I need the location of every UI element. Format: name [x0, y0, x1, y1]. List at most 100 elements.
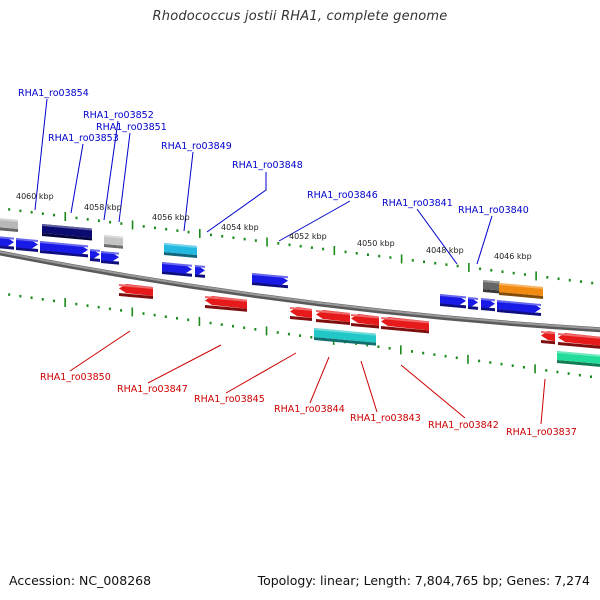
gene-feature-highlight	[290, 307, 312, 311]
gene-feature-highlight	[40, 241, 88, 248]
leader-line	[360, 360, 378, 413]
gene-label-ro03841[interactable]: RHA1_ro03841	[382, 198, 453, 209]
reverse-gene-labels: RHA1_ro03850 RHA1_ro03847 RHA1_ro03845 R…	[40, 372, 577, 438]
gene-feature	[381, 317, 429, 334]
gene-label-ro03854[interactable]: RHA1_ro03854	[18, 88, 89, 99]
gene-label-ro03837[interactable]: RHA1_ro03837	[506, 427, 577, 438]
leader-line	[540, 378, 546, 425]
accession-text: Accession: NC_008268	[9, 573, 152, 588]
gene-label-ro03846[interactable]: RHA1_ro03846	[307, 190, 378, 201]
gene-feature-depth	[316, 319, 350, 326]
gene-feature	[205, 296, 247, 312]
gene-feature	[351, 314, 379, 329]
gene-feature-highlight	[195, 265, 205, 268]
gene-feature-body	[314, 328, 376, 343]
leader-line	[400, 364, 466, 419]
gene-feature	[483, 280, 500, 294]
gene-feature-highlight	[101, 251, 119, 255]
gene-feature	[440, 294, 466, 309]
gene-feature-highlight	[440, 294, 466, 299]
gene-feature	[42, 224, 92, 241]
gene-label-ro03853[interactable]: RHA1_ro03853	[48, 133, 119, 144]
gene-feature	[40, 241, 88, 258]
gene-feature	[481, 298, 495, 312]
gene-features	[0, 218, 600, 367]
gene-feature-depth	[541, 340, 555, 345]
gene-feature-depth	[481, 307, 495, 312]
gene-feature-highlight	[316, 310, 350, 316]
scale-label-4054: 4054 kbp	[221, 223, 259, 232]
gene-feature-depth	[16, 247, 38, 252]
gene-feature	[164, 243, 197, 258]
leader-line	[278, 200, 351, 242]
gene-label-ro03842[interactable]: RHA1_ro03842	[428, 420, 499, 431]
gene-label-ro03851[interactable]: RHA1_ro03851	[96, 122, 167, 133]
label-leader-lines	[34, 98, 546, 425]
gene-feature	[90, 249, 100, 262]
gene-feature-highlight	[164, 243, 197, 248]
scale-label-4050: 4050 kbp	[357, 239, 395, 248]
gene-feature-depth	[119, 293, 153, 300]
gene-feature-highlight	[351, 314, 379, 319]
gene-feature	[468, 297, 478, 310]
gene-feature-highlight	[468, 297, 478, 300]
gene-feature-body	[481, 298, 495, 309]
gene-feature	[16, 238, 38, 252]
gene-feature-depth	[0, 245, 14, 250]
gene-feature-highlight	[205, 296, 247, 302]
gene-feature-depth	[497, 309, 541, 316]
gene-feature-depth	[381, 326, 429, 334]
gene-feature-depth	[440, 303, 466, 309]
gene-label-ro03840[interactable]: RHA1_ro03840	[458, 205, 529, 216]
gene-feature-highlight	[162, 262, 192, 267]
gene-feature	[119, 284, 153, 300]
gene-feature-depth	[290, 316, 312, 321]
gene-feature-depth	[483, 289, 500, 294]
gene-feature-depth	[351, 323, 379, 329]
gene-feature	[252, 273, 288, 289]
gene-label-ro03844[interactable]: RHA1_ro03844	[274, 404, 345, 415]
gene-feature-depth	[104, 244, 123, 249]
gene-feature	[290, 307, 312, 321]
leader-line	[70, 143, 84, 214]
scale-label-4046: 4046 kbp	[494, 252, 532, 261]
gene-feature	[314, 328, 376, 346]
leader-line	[34, 98, 48, 211]
gene-feature-highlight	[481, 298, 495, 302]
gene-feature-depth	[468, 306, 478, 310]
gene-feature-body	[101, 251, 119, 262]
gene-feature	[557, 351, 600, 367]
gene-feature-highlight	[499, 283, 543, 289]
leader-line	[416, 208, 458, 265]
leader-line	[309, 356, 330, 404]
leader-line	[103, 120, 119, 221]
gene-feature	[499, 283, 543, 299]
gene-feature-depth	[252, 282, 288, 289]
gene-feature-depth	[557, 360, 600, 367]
gene-label-ro03849[interactable]: RHA1_ro03849	[161, 141, 232, 152]
gene-feature	[101, 251, 119, 265]
gene-feature-highlight	[483, 280, 500, 284]
gene-label-ro03848[interactable]: RHA1_ro03848	[232, 160, 303, 171]
gene-feature-depth	[0, 227, 18, 232]
gene-label-ro03845[interactable]: RHA1_ro03845	[194, 394, 265, 405]
gene-feature-depth	[195, 274, 205, 278]
gene-label-ro03847[interactable]: RHA1_ro03847	[117, 384, 188, 395]
gene-feature-depth	[314, 337, 376, 346]
scale-labels: 4060 kbp 4058 kbp 4056 kbp 4054 kbp 4052…	[16, 192, 532, 261]
gene-feature-highlight	[119, 284, 153, 290]
gene-feature-depth	[499, 292, 543, 299]
gene-label-ro03850[interactable]: RHA1_ro03850	[40, 372, 111, 383]
gene-feature	[316, 310, 350, 326]
gene-feature-highlight	[16, 238, 38, 242]
gene-label-ro03852[interactable]: RHA1_ro03852	[83, 110, 154, 121]
gene-feature	[104, 235, 123, 249]
gene-feature-body	[468, 297, 478, 307]
leader-line	[183, 151, 194, 232]
gene-feature-highlight	[42, 224, 92, 231]
gene-label-ro03843[interactable]: RHA1_ro03843	[350, 413, 421, 424]
forward-gene-labels: RHA1_ro03854 RHA1_ro03852 RHA1_ro03851 R…	[18, 88, 529, 216]
backbone-highlight	[0, 250, 600, 330]
gene-feature-body	[40, 241, 88, 255]
gene-feature-depth	[40, 250, 88, 258]
